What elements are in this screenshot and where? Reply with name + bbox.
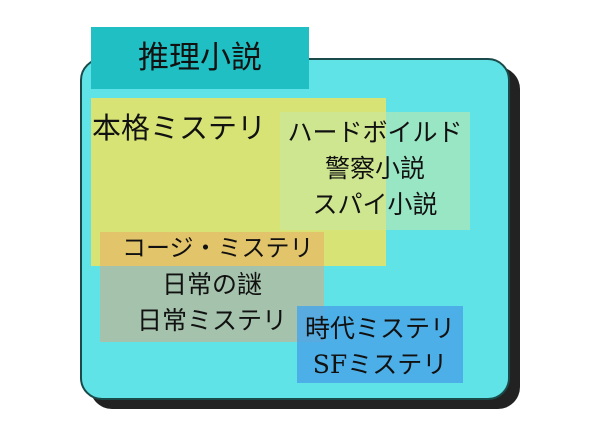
everyday-mystery-label: 日常の謎 xyxy=(161,270,262,299)
sf-mystery-label: SFミステリ xyxy=(312,350,448,379)
diagram-title: 推理小説 xyxy=(138,39,262,76)
spy-fiction-label: スパイ小説 xyxy=(312,190,438,219)
historical-sf-region xyxy=(297,306,463,383)
police-procedural-label: 警察小説 xyxy=(324,154,425,183)
title-tab xyxy=(91,27,309,89)
hardboiled-region xyxy=(280,112,470,230)
honkaku-mystery-label: 本格ミステリ xyxy=(92,111,267,145)
daily-life-mystery-label: 日常ミステリ xyxy=(136,306,287,335)
cozy-mystery-header xyxy=(100,232,324,266)
hardboiled-label: ハードボイルド xyxy=(287,118,463,147)
cozy-mystery-label: コージ・ミステリ xyxy=(122,234,314,262)
historical-mystery-label: 時代ミステリ xyxy=(304,314,455,343)
